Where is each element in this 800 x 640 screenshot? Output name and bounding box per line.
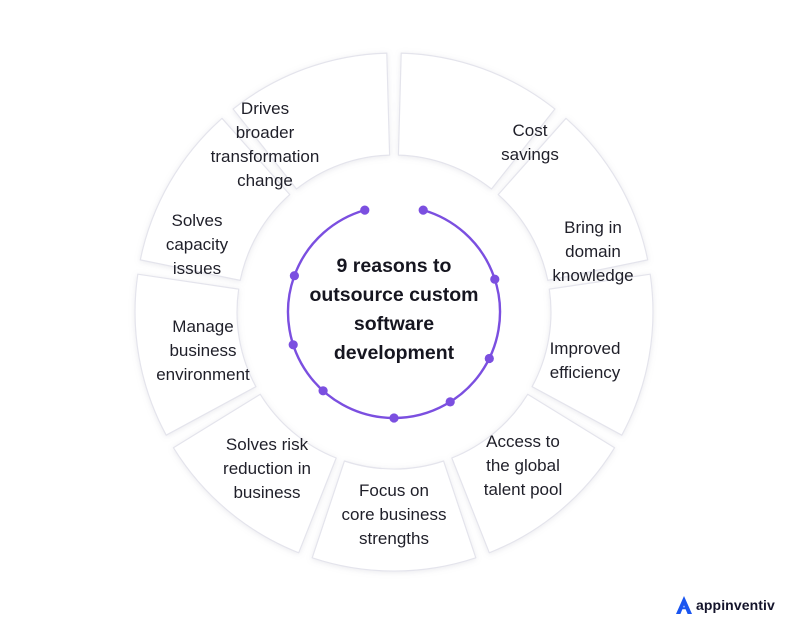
segment-label-business-environment: Manage business environment xyxy=(156,317,250,384)
center-title: 9 reasons to outsource custom software d… xyxy=(309,255,479,364)
ring-dot-1 xyxy=(418,205,428,215)
segment-label-cost-savings: Cost savings xyxy=(501,121,559,164)
segment-1 xyxy=(397,52,556,190)
segment-label-transformation-change: Drives broader transformation change xyxy=(210,99,320,190)
ring-dot-2 xyxy=(490,274,500,284)
segment-7 xyxy=(134,273,257,436)
ring-dot-6 xyxy=(318,386,328,396)
segment-4 xyxy=(451,393,616,554)
segments-layer xyxy=(134,52,654,572)
ring-dot-4 xyxy=(445,397,455,407)
appinventiv-logo-icon xyxy=(676,596,692,614)
segment-2 xyxy=(497,117,649,281)
segment-label-core-business-strengths: Focus on core business strengths xyxy=(341,481,447,548)
segment-label-capacity-issues: Solves capacity issues xyxy=(165,211,229,278)
ring-dot-9 xyxy=(360,205,370,215)
ring-dot-3 xyxy=(484,353,494,364)
brand-name: appinventiv xyxy=(696,597,775,613)
ring-dot-8 xyxy=(289,271,299,281)
brand-logo: appinventiv xyxy=(676,596,775,614)
segment-label-risk-reduction: Solves risk reduction in business xyxy=(223,435,311,502)
center-ring xyxy=(286,205,502,423)
segment-6 xyxy=(172,393,337,554)
segment-label-improved-efficiency: Improved efficiency xyxy=(549,339,621,382)
segment-label-global-talent-pool: Access to the global talent pool xyxy=(483,432,563,499)
segment-9 xyxy=(232,52,391,190)
segment-label-domain-knowledge: Bring in domain knowledge xyxy=(552,218,634,285)
segment-5 xyxy=(311,460,477,572)
ring-dot-7 xyxy=(288,340,298,350)
segment-3 xyxy=(531,273,654,436)
ring-dot-5 xyxy=(389,413,399,423)
segment-8 xyxy=(139,117,291,281)
